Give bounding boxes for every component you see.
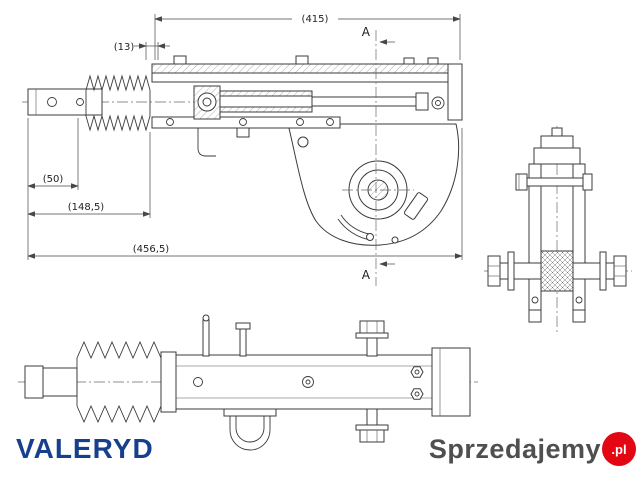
damper (193, 85, 429, 120)
valeryd-logo: VALERYD (16, 433, 154, 464)
main-tube (175, 354, 433, 410)
end-view (484, 126, 632, 332)
drawbar-shaft (27, 88, 103, 116)
sprzedajemy-text: Sprzedajemy (428, 433, 601, 464)
dimension-50: (50) (27, 118, 79, 260)
dim-13-label: (13) (114, 42, 135, 53)
dim-456-5-label: (456,5) (133, 244, 170, 255)
sprzedajemy-watermark: Sprzedajemy .pl (429, 432, 636, 466)
u-bolt (223, 408, 277, 451)
dim-415-label: (415) (302, 14, 329, 25)
body-tag (403, 192, 429, 220)
bellows-side (85, 74, 151, 132)
pl-badge: .pl (602, 432, 636, 466)
dimension-13: (13) (114, 42, 170, 60)
dimension-148-5: (148,5) (27, 132, 151, 218)
section-label-top: A (362, 25, 371, 39)
hex-bolt-bottom (355, 408, 389, 443)
plan-view (18, 314, 478, 451)
dimension-415: (415) (154, 11, 461, 60)
dim-50-label: (50) (43, 174, 64, 185)
hex-bolt-top (355, 320, 389, 357)
side-view: (415) (13) (50) (22, 11, 463, 286)
section-line-AA: A A (362, 25, 395, 286)
dimension-456-5: (456,5) (27, 128, 463, 260)
section-label-bottom: A (362, 268, 371, 282)
dim-148-5-label: (148,5) (68, 202, 105, 213)
